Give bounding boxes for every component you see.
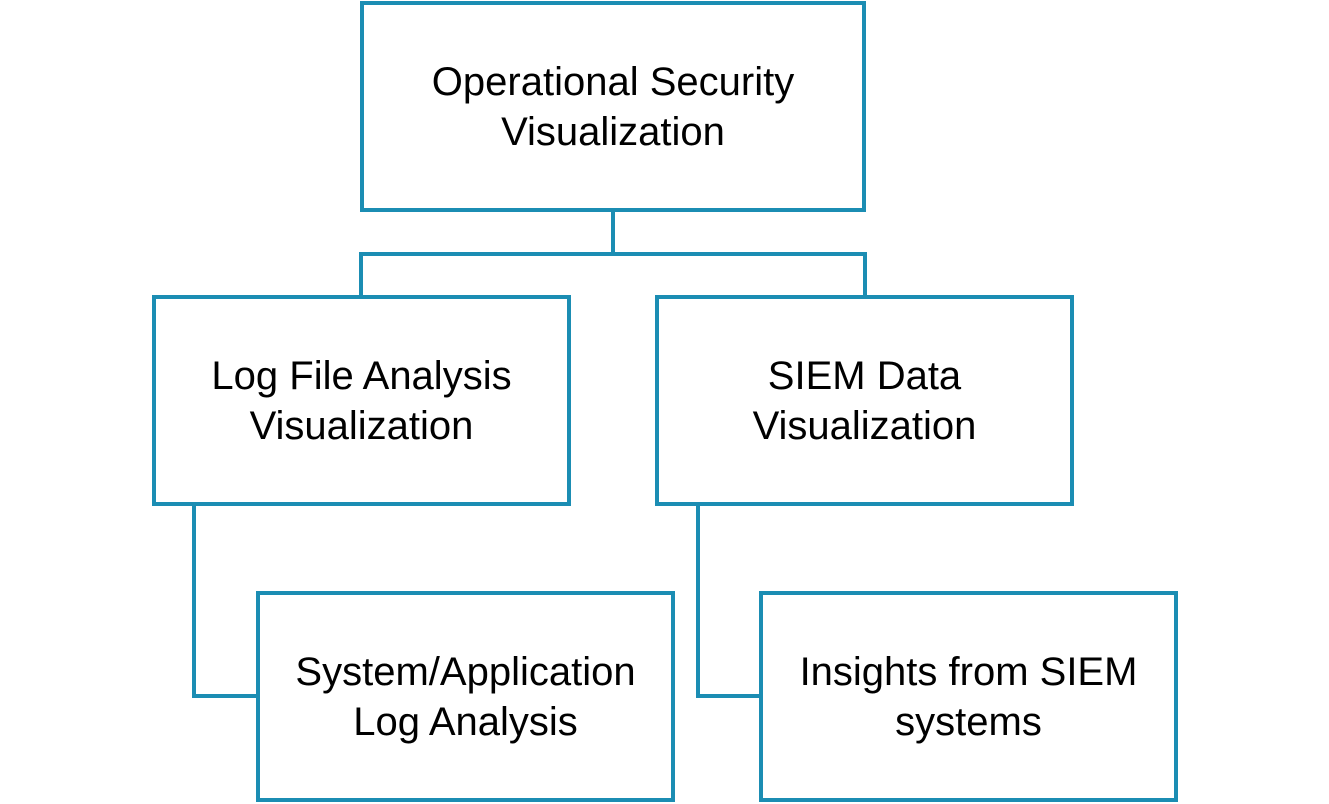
node-siem-data-visualization: SIEM Data Visualization [655, 295, 1074, 506]
node-label: SIEM Data Visualization [752, 353, 977, 448]
node-operational-security-visualization: Operational Security Visualization [360, 1, 866, 212]
connector-horizontal-bar [359, 252, 867, 295]
node-label: Insights from SIEM systems [799, 649, 1138, 744]
connector-siem-to-insights [696, 506, 759, 698]
node-system-application-log-analysis: System/Application Log Analysis [256, 591, 675, 802]
node-log-file-analysis-visualization: Log File Analysis Visualization [152, 295, 571, 506]
node-insights-from-siem-systems: Insights from SIEM systems [759, 591, 1178, 802]
connector-log-file-to-sys-app [192, 506, 256, 698]
node-label: Operational Security Visualization [431, 59, 795, 154]
node-label: System/Application Log Analysis [295, 649, 636, 744]
node-label: Log File Analysis Visualization [211, 353, 512, 448]
